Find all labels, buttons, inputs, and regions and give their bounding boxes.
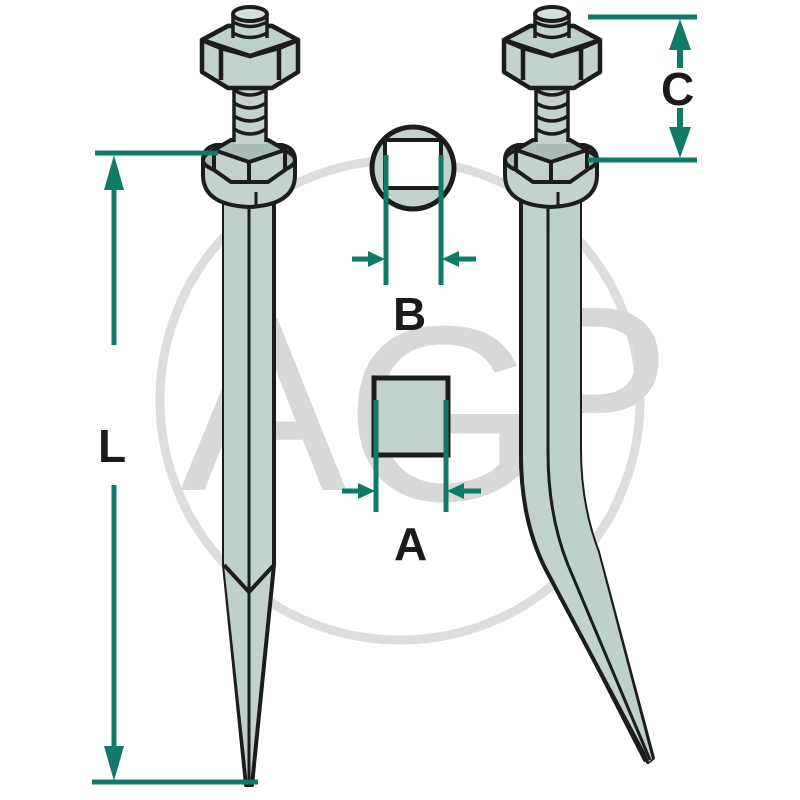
dim-C-arrowhead-down bbox=[669, 127, 691, 158]
thread-turn bbox=[233, 114, 267, 123]
cap-thread bbox=[232, 31, 268, 40]
left-tine-chamfer-v bbox=[222, 563, 276, 594]
left-bolt-cap bbox=[231, 5, 269, 40]
dimension-L: L bbox=[92, 150, 258, 785]
cap-thread bbox=[232, 20, 268, 29]
thread-turn bbox=[233, 101, 267, 110]
dimension-C: C bbox=[588, 14, 697, 163]
dim-A-arrowhead-left bbox=[358, 483, 375, 499]
right-nut-top-rim bbox=[503, 37, 601, 59]
dimension-A: A bbox=[342, 400, 481, 570]
dim-A-arrowhead-right bbox=[447, 483, 464, 499]
dimension-B: B bbox=[352, 155, 476, 340]
left-tine-assembly bbox=[199, 5, 301, 787]
thread-turn bbox=[535, 101, 569, 110]
left-thread-stack bbox=[232, 82, 268, 144]
detail-b-square-hole bbox=[383, 138, 443, 190]
dim-B-arrowhead-left bbox=[368, 251, 385, 267]
dim-B-arrowhead-right bbox=[442, 251, 459, 267]
dimension-label-C: C bbox=[661, 63, 694, 115]
right-cap-top bbox=[533, 5, 571, 23]
dimension-label-L: L bbox=[98, 420, 126, 472]
left-lower-nut-top bbox=[212, 138, 287, 164]
right-lower-nut-top bbox=[514, 138, 589, 164]
right-tine-center-edge bbox=[546, 190, 652, 761]
right-tine-assembly bbox=[501, 5, 655, 764]
detail-a-square bbox=[371, 375, 451, 458]
cap-thread bbox=[534, 20, 570, 29]
right-bolt-cap bbox=[533, 5, 571, 40]
dimension-label-B: B bbox=[393, 288, 426, 340]
dimension-label-A: A bbox=[394, 518, 427, 570]
thread-turn bbox=[535, 127, 569, 136]
thread-turn bbox=[233, 127, 267, 136]
right-thread-stack bbox=[534, 82, 570, 144]
right-tine-shade-face bbox=[546, 190, 652, 762]
left-tine-shade-face bbox=[224, 185, 249, 785]
thread-turn bbox=[233, 88, 267, 97]
thread-turn bbox=[535, 88, 569, 97]
detail-a-square-section bbox=[371, 375, 451, 458]
dim-L-arrowhead-up bbox=[104, 155, 124, 190]
left-cap-top bbox=[231, 5, 269, 23]
thread-turn bbox=[535, 114, 569, 123]
cap-thread bbox=[534, 31, 570, 40]
left-nut-top-rim bbox=[201, 37, 299, 59]
dim-L-arrowhead-down bbox=[104, 746, 124, 781]
dim-C-arrowhead-up bbox=[669, 19, 691, 50]
